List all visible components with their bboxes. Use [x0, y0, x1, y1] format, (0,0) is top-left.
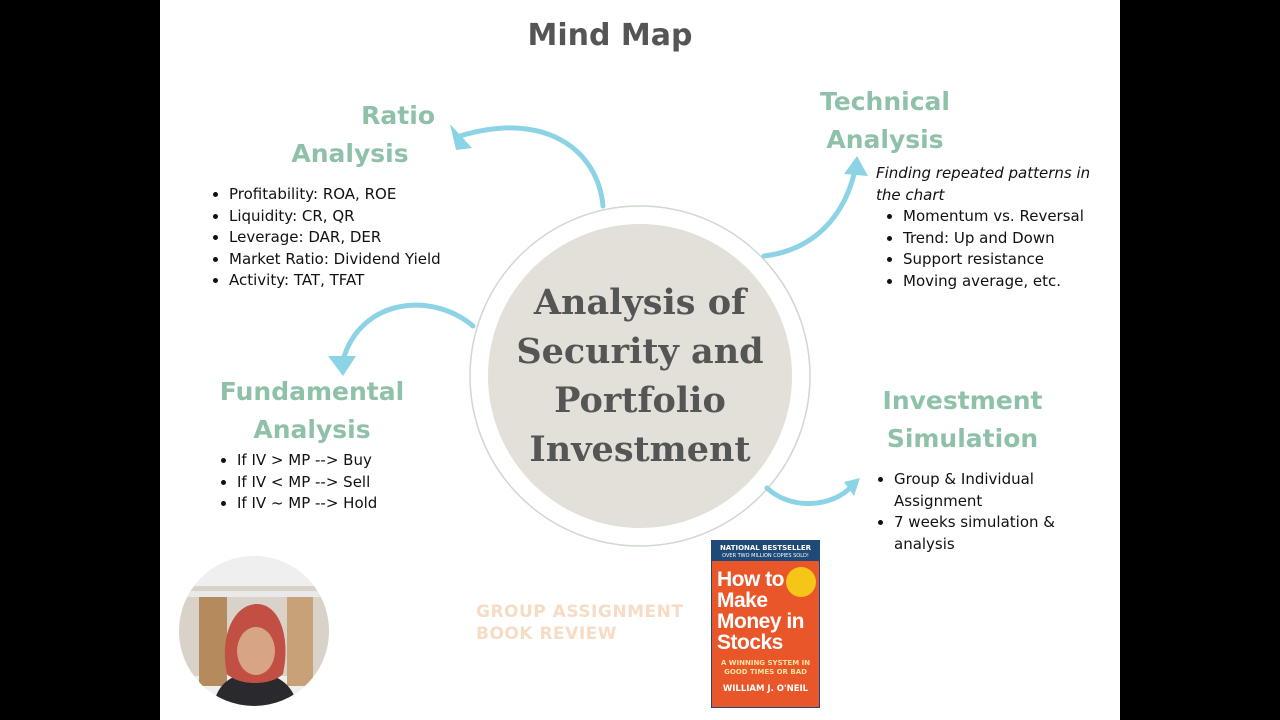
book-title-line-4: Stocks [717, 632, 815, 653]
center-line-1: Analysis of [490, 278, 790, 327]
list-item: If IV < MP --> Sell [237, 472, 437, 494]
arrow-technical-head [844, 156, 868, 176]
arrow-simulation [767, 486, 852, 504]
list-item: 7 weeks simulation & analysis [894, 512, 1094, 555]
book-top-banner: NATIONAL BESTSELLER OVER TWO MILLION COP… [712, 541, 819, 561]
list-item: Moving average, etc. [903, 271, 1120, 293]
list-item: Momentum vs. Reversal [903, 206, 1120, 228]
technical-heading: Technical Analysis [800, 83, 970, 159]
center-line-2: Security and [490, 327, 790, 376]
center-line-3: Portfolio [490, 376, 790, 425]
list-item: Liquidity: CR, QR [229, 206, 519, 228]
list-item: Leverage: DAR, DER [229, 227, 519, 249]
list-item: If IV ~ MP --> Hold [237, 493, 437, 515]
center-topic: Analysis of Security and Portfolio Inves… [490, 278, 790, 474]
technical-list: Momentum vs. Reversal Trend: Up and Down… [885, 206, 1120, 292]
arrow-ratio-head [450, 124, 472, 150]
book-author: WILLIAM J. O'NEIL [712, 684, 819, 694]
technical-heading-line-2: Analysis [800, 121, 970, 159]
webcam-video [179, 556, 329, 706]
list-item: Support resistance [903, 249, 1120, 271]
list-item: Group & Individual Assignment [894, 469, 1094, 512]
presenter-avatar [179, 556, 329, 706]
ratio-list: Profitability: ROA, ROE Liquidity: CR, Q… [211, 184, 519, 292]
list-item: Trend: Up and Down [903, 228, 1120, 250]
book-seal-icon [786, 567, 816, 597]
list-item: Activity: TAT, TFAT [229, 270, 519, 292]
book-copies-text: OVER TWO MILLION COPIES SOLD! [712, 552, 819, 560]
ratio-heading-line-1: Ratio [250, 97, 450, 135]
ratio-heading: Ratio Analysis [250, 97, 450, 173]
arrow-fundamental [343, 305, 473, 360]
simulation-list: Group & Individual Assignment 7 weeks si… [876, 469, 1094, 555]
list-item: If IV > MP --> Buy [237, 450, 437, 472]
fundamental-list: If IV > MP --> Buy If IV < MP --> Sell I… [219, 450, 437, 515]
ratio-heading-line-2: Analysis [250, 135, 450, 173]
book-title-line-3: Money in [717, 611, 815, 632]
fundamental-heading-line-2: Analysis [202, 411, 422, 449]
group-assignment-line-1: GROUP ASSIGNMENT [476, 601, 706, 623]
technical-description: Finding repeated patterns in the chart [876, 162, 1111, 206]
simulation-heading: Investment Simulation [860, 382, 1065, 458]
list-item: Market Ratio: Dividend Yield [229, 249, 519, 271]
technical-heading-line-1: Technical [800, 83, 970, 121]
list-item: Profitability: ROA, ROE [229, 184, 519, 206]
fundamental-heading-line-1: Fundamental [202, 373, 422, 411]
simulation-heading-line-1: Investment [860, 382, 1065, 420]
simulation-heading-line-2: Simulation [860, 420, 1065, 458]
book-bestseller-text: NATIONAL BESTSELLER [712, 544, 819, 552]
group-assignment-label: GROUP ASSIGNMENT BOOK REVIEW [476, 601, 706, 645]
fundamental-heading: Fundamental Analysis [202, 373, 422, 449]
book-cover-image: NATIONAL BESTSELLER OVER TWO MILLION COP… [711, 540, 820, 708]
center-line-4: Investment [490, 425, 790, 474]
arrow-technical [764, 170, 855, 256]
group-assignment-line-2: BOOK REVIEW [476, 623, 706, 645]
slide: Mind Map Analysis of Security and Portfo… [160, 0, 1120, 720]
book-subtitle: A WINNING SYSTEM IN GOOD TIMES OR BAD [712, 659, 819, 677]
